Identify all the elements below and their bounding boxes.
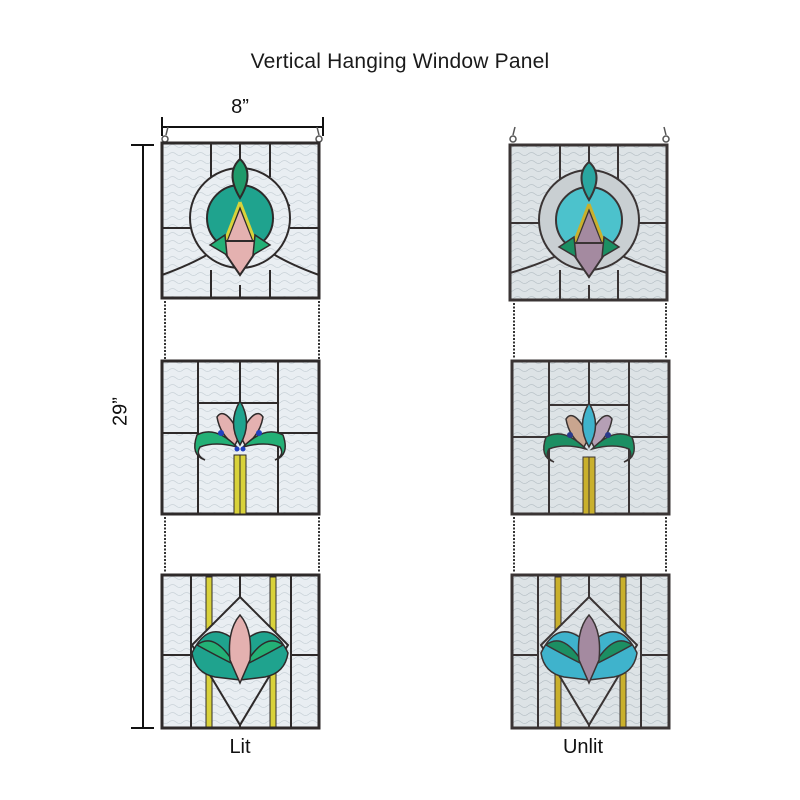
chains-2 [164, 517, 320, 573]
lit-panel-stack [160, 126, 323, 730]
height-dimension-cap-bottom [131, 727, 154, 729]
chains-2 [513, 517, 667, 573]
width-dimension-label: 8” [231, 96, 249, 118]
page-title: Vertical Hanging Window Panel [250, 50, 550, 73]
caption-lit: Lit [229, 736, 251, 758]
hanging-hooks [161, 126, 323, 143]
lit-panel-1-medallion [160, 141, 321, 300]
unlit-panel-stack [508, 126, 671, 730]
chains-1 [164, 301, 320, 359]
width-dimension-cap-right [322, 117, 324, 136]
caption-unlit: Unlit [562, 736, 603, 758]
hanging-hooks [509, 126, 670, 143]
lit-panel-3-fan [160, 573, 321, 730]
unlit-panel-3-fan [510, 573, 671, 730]
unlit-panel-2-tulip [510, 359, 671, 516]
unlit-panel-1-medallion [508, 143, 669, 302]
chains-1 [513, 303, 667, 359]
height-dimension-cap-top [131, 144, 154, 146]
lit-panel-2-tulip [160, 359, 321, 516]
height-dimension-line [142, 145, 144, 728]
height-dimension-label: 29” [109, 397, 132, 426]
width-dimension-line [161, 126, 324, 128]
width-dimension-cap-left [161, 117, 163, 136]
